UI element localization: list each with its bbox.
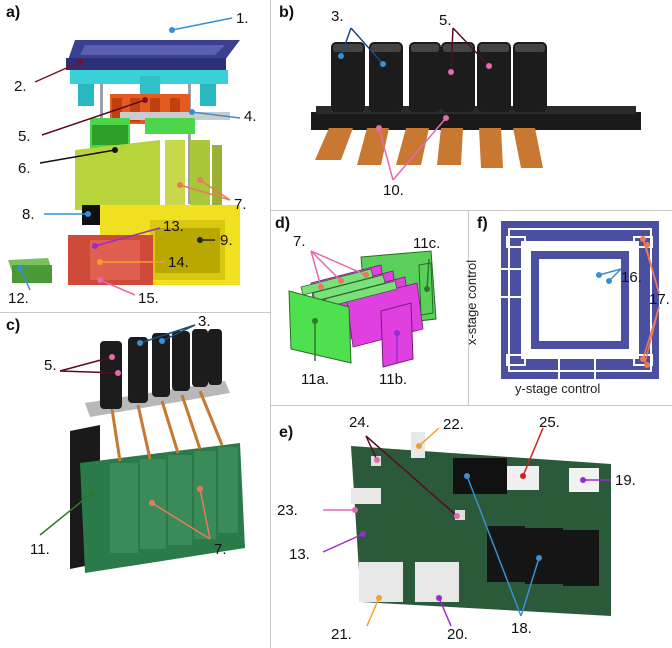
- panel-c-illustration: [39, 324, 245, 573]
- callout-16: 16.: [621, 269, 642, 286]
- panel-f: f) 16. 17. x-stage control y-stage contr…: [464, 211, 672, 405]
- callout-14: 14.: [168, 254, 189, 271]
- panel-b-illustration: [311, 27, 641, 181]
- panel-c-label: c): [6, 317, 21, 334]
- panel-a-label: a): [6, 4, 21, 21]
- callout-21: 21.: [331, 626, 352, 643]
- callout-1: 1.: [236, 10, 249, 27]
- divider-horizontal-right-top: [270, 210, 672, 211]
- panel-d-illustration: [288, 250, 437, 368]
- x-axis-label: x: [565, 321, 571, 335]
- y-stage-control-label: y-stage control: [515, 381, 601, 396]
- callout-18: 18.: [511, 620, 532, 637]
- callout-8: 8.: [22, 206, 35, 223]
- panel-c: c) 3. 5. 11. 7.: [0, 313, 270, 648]
- callout-11b: 11b.: [379, 371, 408, 388]
- callout-5: 5.: [18, 128, 31, 145]
- callout-2: 2.: [14, 78, 27, 95]
- callout-4: 4.: [244, 108, 257, 125]
- callout-17: 17.: [649, 291, 670, 308]
- divider-horizontal-left: [0, 312, 270, 313]
- callout-3: 3.: [198, 313, 211, 330]
- callout-7: 7.: [214, 541, 227, 558]
- callout-15: 15.: [138, 290, 159, 307]
- callout-19: 19.: [615, 472, 636, 489]
- callout-22: 22.: [443, 416, 464, 433]
- y-axis-label: y: [553, 309, 559, 323]
- callout-13: 13.: [289, 546, 310, 563]
- callout-7: 7.: [234, 196, 247, 213]
- panel-d: d) 7. 11c. 11a. 11b.: [271, 211, 468, 405]
- panel-d-label: d): [275, 215, 291, 232]
- callout-3: 3.: [331, 8, 344, 25]
- divider-vertical-left: [270, 0, 271, 648]
- panel-a-illustration: [8, 17, 241, 296]
- callout-12: 12.: [8, 290, 29, 307]
- callout-9: 9.: [220, 232, 233, 249]
- x-stage-control-label: x-stage control: [464, 259, 480, 346]
- callout-20: 20.: [447, 626, 468, 643]
- panel-a: a) 1. 2. 4. 5. 6. 7. 8. 9. 12. 13. 14. 1…: [0, 0, 270, 312]
- panel-e-label: e): [279, 424, 294, 441]
- callout-6: 6.: [18, 160, 31, 177]
- callout-11c: 11c.: [413, 235, 441, 252]
- callout-25: 25.: [539, 414, 560, 431]
- callout-5: 5.: [439, 12, 452, 29]
- panel-f-illustration: [501, 221, 660, 379]
- callout-7: 7.: [293, 233, 306, 250]
- panel-e-illustration: [322, 427, 611, 627]
- callout-10: 10.: [383, 182, 404, 199]
- panel-b: b) 3. 5. 10.: [271, 0, 672, 210]
- callout-11: 11.: [30, 541, 50, 558]
- callout-23: 23.: [277, 502, 298, 519]
- divider-horizontal-right-bottom: [270, 405, 672, 406]
- callout-13: 13.: [163, 218, 184, 235]
- panel-f-label: f): [477, 215, 488, 232]
- callout-11a: 11a.: [301, 371, 330, 388]
- callout-5: 5.: [44, 357, 57, 374]
- panel-e: e) 24. 22. 25. 19. 23. 13. 21. 20. 18.: [271, 406, 672, 648]
- divider-vertical-d-f: [468, 210, 469, 405]
- callout-24: 24.: [349, 414, 370, 431]
- panel-b-label: b): [279, 4, 295, 21]
